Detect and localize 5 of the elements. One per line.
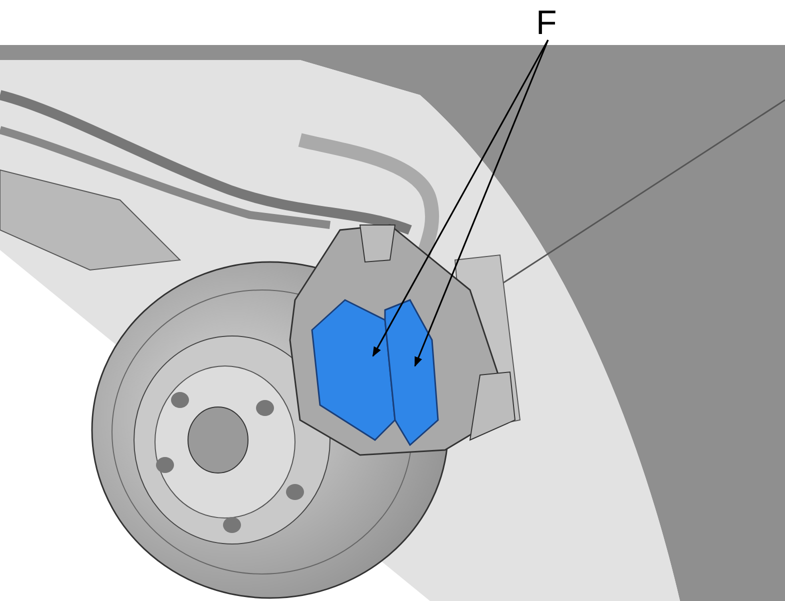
leader-line [372,40,549,357]
leader-line [414,40,549,367]
callout-letter: F [536,6,557,40]
brake-pad [384,299,439,446]
brake-pad [311,299,396,441]
